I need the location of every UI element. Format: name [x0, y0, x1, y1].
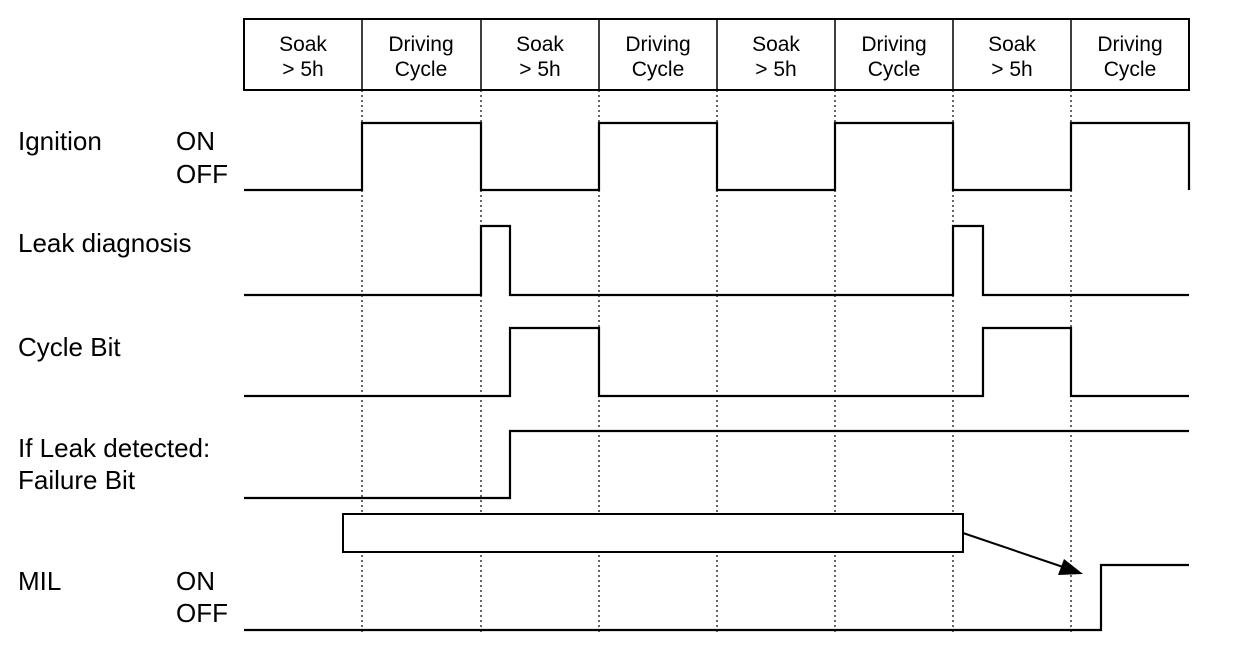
header-cell-6-line2: Cycle [868, 58, 921, 81]
mil-waveform [244, 563, 1189, 632]
annotation-arrowhead [1058, 559, 1083, 575]
leak-diagnosis-label: Leak diagnosis [18, 228, 191, 258]
failure-bit-label-line2: Failure Bit [18, 465, 136, 495]
ignition-label: Ignition [18, 126, 102, 156]
header-cell-4-line2: Cycle [632, 58, 685, 81]
waveforms [244, 121, 1191, 632]
annotation-arrow-shaft [962, 532, 1067, 569]
ignition-on-label: ON [176, 126, 215, 156]
header-cell-4-line1: Driving [625, 33, 690, 56]
header-cell-7-line1: Soak [988, 33, 1036, 56]
ignition-off-label: OFF [176, 159, 228, 189]
annotation-box [342, 513, 964, 553]
header-cell-5-line1: Soak [752, 33, 800, 56]
header-cell-5-line2: > 5h [755, 58, 796, 81]
header-cell-2-line2: Cycle [395, 58, 448, 81]
signal-labels: Ignition ON OFF Leak diagnosis Cycle Bit… [18, 126, 228, 628]
header-cell-3-line2: > 5h [519, 58, 560, 81]
header-cell-8-line1: Driving [1097, 33, 1162, 56]
mil-label: MIL [18, 566, 61, 596]
header-cell-1-line1: Soak [279, 33, 327, 56]
cycle-bit-label: Cycle Bit [18, 332, 121, 362]
ignition-waveform [244, 121, 1191, 192]
phase-header: Soak > 5h Driving Cycle Soak > 5h Drivin… [243, 18, 1190, 91]
header-cell-2-line1: Driving [388, 33, 453, 56]
mil-off-label: OFF [176, 598, 228, 628]
header-cell-6-line1: Driving [861, 33, 926, 56]
header-cell-8-line2: Cycle [1104, 58, 1157, 81]
leak-diagnosis-waveform [244, 224, 1189, 297]
mil-on-label: ON [176, 566, 215, 596]
header-cell-1-line2: > 5h [282, 58, 323, 81]
header-cell-3-line1: Soak [516, 33, 564, 56]
mil-delay-annotation [342, 513, 1083, 575]
header-cell-7-line2: > 5h [991, 58, 1032, 81]
cycle-bit-waveform [244, 326, 1189, 398]
failure-bit-waveform [244, 429, 1189, 500]
failure-bit-label-line1: If Leak detected: [18, 433, 210, 463]
